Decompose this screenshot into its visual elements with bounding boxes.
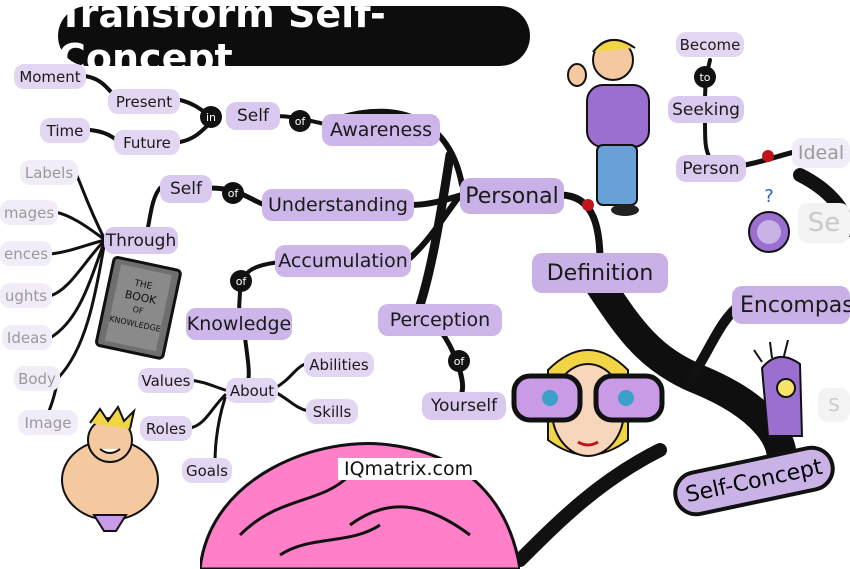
woman-glasses-icon: [511, 349, 665, 457]
node-self-top: Self: [226, 102, 280, 130]
book-title-line3: OF: [132, 305, 145, 316]
node-abilities: Abilities: [304, 352, 374, 377]
node-personal: Personal: [460, 178, 564, 214]
node-encompass: Encompas: [732, 286, 850, 324]
connector-of-yourself: of: [448, 350, 470, 372]
node-future: Future: [114, 130, 180, 155]
node-body: Body: [14, 366, 60, 391]
title-banner: Transform Self-Concept: [58, 0, 530, 80]
node-seeking: Seeking: [668, 96, 744, 123]
connector-of-awareness: of: [289, 110, 311, 132]
connector-in: in: [200, 106, 222, 128]
brain-icon: [200, 442, 520, 569]
node-perception: Perception: [378, 304, 502, 336]
connector-to: to: [694, 66, 716, 88]
node-time: Time: [40, 118, 90, 143]
node-present: Present: [108, 89, 180, 114]
node-person: Person: [676, 155, 746, 182]
muscle-man-icon: [61, 405, 159, 532]
node-values: Values: [138, 368, 194, 393]
node-thoughts: ughts: [0, 283, 52, 308]
node-ideas: Ideas: [2, 325, 52, 350]
node-become: Become: [676, 32, 744, 57]
book-icon: THE BOOK OF KNOWLEDGE: [95, 255, 182, 360]
node-definition: Definition: [532, 253, 668, 293]
node-awareness: Awareness: [322, 114, 440, 146]
red-dot-personal: [582, 199, 594, 211]
node-about: About: [226, 378, 278, 403]
watermark: IQmatrix.com: [338, 458, 480, 480]
lightbulb-head-icon: [753, 340, 804, 437]
node-labels: Labels: [20, 160, 78, 185]
node-accumulation: Accumulation: [275, 245, 411, 277]
node-ghost-se: Se: [798, 203, 850, 243]
node-understanding: Understanding: [262, 189, 414, 221]
node-knowledge: Knowledge: [186, 308, 292, 340]
connector-of-understanding: of: [222, 182, 244, 204]
node-through: Through: [104, 227, 178, 254]
node-image: Image: [18, 410, 78, 435]
node-ideal: Ideal: [792, 138, 850, 168]
node-yourself: Yourself: [422, 392, 506, 420]
node-skills: Skills: [306, 399, 358, 424]
node-roles: Roles: [140, 416, 192, 441]
node-self-mid: Self: [160, 175, 212, 203]
book-title-line1: THE: [132, 278, 153, 292]
page-title: Transform Self-Concept: [58, 0, 386, 80]
red-dot-person: [762, 150, 774, 162]
node-moment: Moment: [14, 64, 86, 89]
node-goals: Goals: [182, 458, 232, 483]
question-mascot-icon: ?: [748, 188, 790, 253]
thinking-man-icon: [567, 39, 650, 216]
question-mark-icon: ?: [764, 188, 774, 207]
node-images: mages: [0, 200, 58, 225]
node-ghost-s: S: [818, 388, 850, 422]
node-experiences: ences: [0, 241, 52, 266]
connector-of-knowledge: of: [230, 270, 252, 292]
